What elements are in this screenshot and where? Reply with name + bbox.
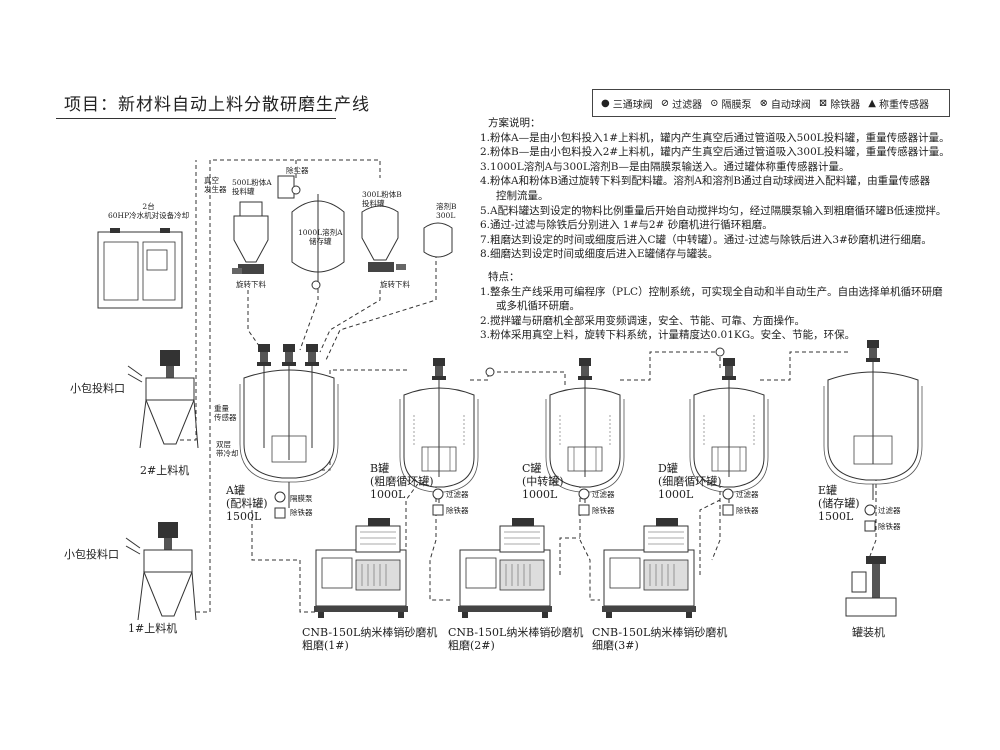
small-inlet-label-2: 小包投料口 [70, 382, 125, 395]
note-item: 5.A配料罐达到设定的物料比例重量后开始自动搅拌均匀，经过隔膜泵输入到粗磨循环罐… [480, 204, 947, 217]
rotary-discharge-a-label: 旋转下料 [236, 280, 266, 289]
iron-remover-a-label: 除铁器 [290, 508, 313, 517]
feature-item: 2.搅拌罐与研磨机全部采用变频调速，安全、节能、可靠、方面操作。 [480, 314, 806, 327]
weight-sensor-icon: ▲ [868, 97, 876, 109]
legend-item: ▲称重传感器 [868, 97, 929, 111]
tank-c-label: C罐(中转罐)1000L [522, 462, 564, 501]
mill-3 [601, 517, 697, 619]
mill-3-label: CNB-150L纳米棒销砂磨机细磨(3#) [592, 626, 728, 652]
legend-item: ⊙隔膜泵 [710, 97, 752, 111]
feeder-2-label: 2#上料机 [140, 464, 190, 477]
solvent-tank-b [423, 222, 453, 258]
filling-machine-label: 罐装机 [852, 626, 885, 639]
feature-item: 1.整条生产线采用可编程序（PLC）控制系统，可实现全自动和半自动生产。自由选择… [480, 285, 943, 298]
diaphragm-pump-icon: ⊙ [710, 97, 719, 109]
filter-d-label: 过滤器 [736, 490, 759, 499]
feature-item: 3.粉体采用真空上料，旋转下料系统，计量精度达0.01KG。安全、节能，环保。 [480, 329, 856, 342]
mill-1-label: CNB-150L纳米棒销砂磨机粗磨(1#) [302, 626, 438, 652]
filter-c-label: 过滤器 [592, 490, 615, 499]
chiller-unit [97, 228, 183, 309]
feature-item: 或多机循环研磨。 [496, 300, 580, 313]
three-way-ball-valve-icon: ● [601, 97, 610, 109]
diaphragm-pump-label: 隔膜泵 [290, 494, 313, 503]
note-item: 1.粉体A—是由小包料投入1#上料机，罐内产生真空后通过管道吸入500L投料罐，… [480, 131, 950, 144]
mill-1 [313, 517, 409, 619]
legend-item: ⊘过滤器 [660, 97, 703, 111]
rotary-discharge-b-label: 旋转下料 [380, 280, 410, 289]
double-jacket-label: 双层 带冷却 [216, 440, 239, 458]
note-item: 控制流量。 [496, 189, 549, 202]
solvent-tank-a [291, 194, 345, 286]
auto-ball-valve-icon: ⊗ [759, 97, 768, 109]
note-item: 8.细磨达到设定时间或细度后进入E罐储存与罐装。 [480, 248, 719, 261]
iron-remover-c-label: 除铁器 [592, 506, 615, 515]
hopper-500l [232, 175, 295, 274]
iron-remover-e-label: 除铁器 [878, 522, 901, 531]
iron-remover-d-label: 除铁器 [736, 506, 759, 515]
tank-e [823, 362, 923, 500]
filters [274, 488, 876, 532]
legend: ●三通球阀 ⊘过滤器 ⊙隔膜泵 ⊗自动球阀 ⊠除铁器 ▲称重传感器 [592, 89, 950, 117]
feeder-1 [125, 521, 197, 621]
mill-2 [457, 517, 553, 619]
tank-a-label: A罐(配料罐)1500L [226, 484, 268, 523]
note-item: 2.粉体B—是由小包料投入2#上料机，罐内产生真空后通过管道吸入300L投料罐，… [480, 146, 950, 159]
iron-remover-b-label: 除铁器 [446, 506, 469, 515]
note-item: 4.粉体A和粉体B通过旋转下料到配料罐。溶剂A和溶剂B通过自动球阀进入配料罐，由… [480, 175, 931, 188]
mill-2-label: CNB-150L纳米棒销砂磨机粗磨(2#) [448, 626, 584, 652]
notes-heading: 方案说明： [488, 117, 541, 129]
filling-machine [845, 556, 897, 617]
note-item: 7.粗磨达到设定的时间或细度后进入C罐（中转罐）。通过-过滤与除铁后进入3#砂磨… [480, 233, 932, 246]
vacuum-generator-label: 真空 发生器 [204, 176, 227, 194]
title-underline [56, 118, 336, 119]
tank-e-label: E罐(储存罐)1500L [818, 484, 860, 523]
tank-a [239, 360, 339, 508]
small-inlet-label-1: 小包投料口 [64, 548, 119, 561]
filter-e-label: 过滤器 [878, 506, 901, 515]
features-heading: 特点： [488, 270, 520, 283]
legend-item: ⊠除铁器 [818, 97, 861, 111]
legend-item: ●三通球阀 [601, 97, 653, 111]
tank-d-label: D罐(细磨循环罐)1000L [658, 462, 722, 501]
legend-item: ⊗自动球阀 [759, 97, 811, 111]
tank-b-label: B罐(粗磨循环罐)1000L [370, 462, 434, 501]
hopper-300l [361, 205, 406, 272]
note-item: 6.通过-过滤与除铁后分别进入 1#与2# 砂磨机进行循环粗磨。 [480, 219, 773, 232]
note-item: 3.1000L溶剂A与300L溶剂B—是由隔膜泵输送入。通过罐体称重传感器计量。 [480, 160, 850, 173]
scheme-notes: 方案说明： 1.粉体A—是由小包料投入1#上料机，罐内产生真空后通过管道吸入50… [480, 116, 950, 343]
feeder-2 [127, 349, 199, 449]
weight-sensor-a-label: 重量 传感器 [214, 404, 237, 422]
iron-remover-icon: ⊠ [818, 97, 828, 109]
filter-b-label: 过滤器 [446, 490, 469, 499]
feeder-1-label: 1#上料机 [128, 622, 178, 635]
dust-remover-label: 除尘器 [286, 166, 309, 175]
valves [291, 185, 725, 377]
filter-icon: ⊘ [660, 97, 670, 109]
page-title: 项目：新材料自动上料分散研磨生产线 [64, 95, 370, 115]
